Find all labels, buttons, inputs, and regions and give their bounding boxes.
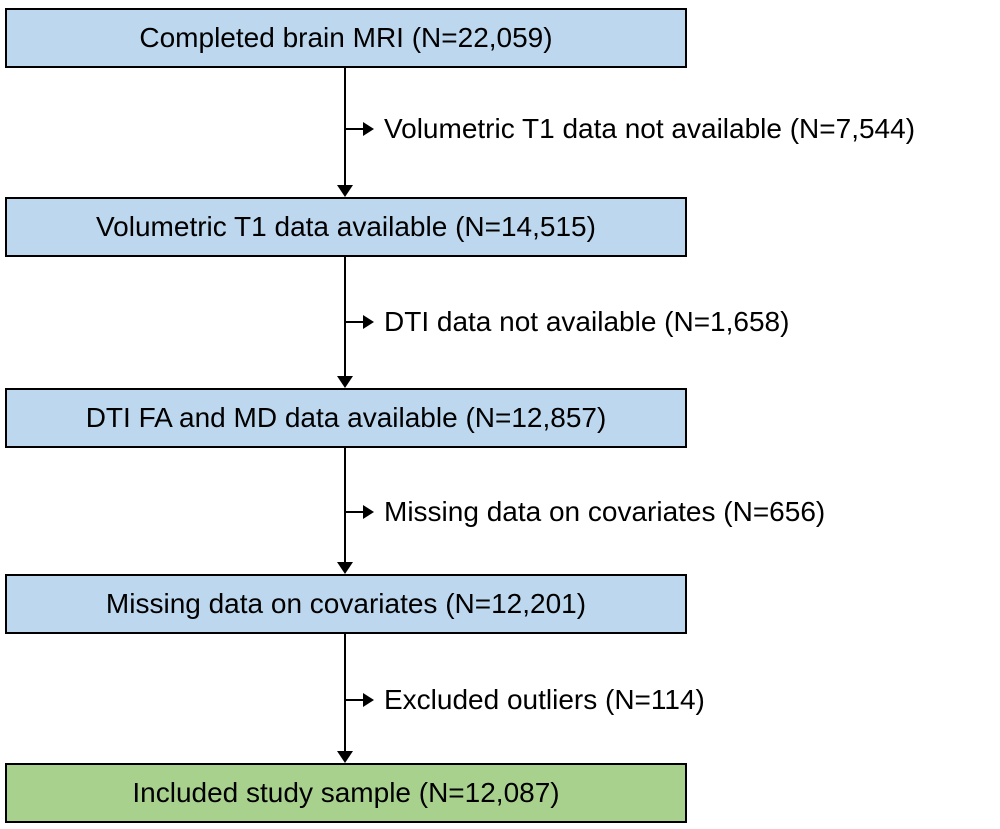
right-arrowhead-icon-4	[363, 693, 374, 707]
down-arrowhead-icon-3	[337, 562, 353, 574]
branch-line-1	[345, 128, 363, 130]
box-completed-brain-mri: Completed brain MRI (N=22,059)	[5, 8, 687, 68]
box-covariates: Missing data on covariates (N=12,201)	[5, 574, 687, 634]
branch-line-3	[345, 511, 363, 513]
exclusion-label-missing-covariates: Missing data on covariates (N=656)	[384, 496, 826, 527]
down-arrowhead-icon-1	[337, 185, 353, 197]
exclusion-label-t1-not-available: Volumetric T1 data not available (N=7,54…	[384, 113, 916, 144]
down-arrowhead-icon-4	[337, 751, 353, 763]
right-arrowhead-icon-3	[363, 505, 374, 519]
connector-vline-4	[344, 634, 346, 751]
right-arrowhead-icon-2	[363, 315, 374, 329]
box-included-study-sample-label: Included study sample (N=12,087)	[132, 777, 560, 808]
exclusion-label-excluded-outliers: Excluded outliers (N=114)	[384, 684, 705, 715]
box-dti-fa-md-available-label: DTI FA and MD data available (N=12,857)	[85, 402, 607, 433]
branch-line-4	[345, 699, 363, 701]
box-covariates-label: Missing data on covariates (N=12,201)	[105, 588, 587, 619]
box-included-study-sample: Included study sample (N=12,087)	[5, 763, 687, 823]
box-volumetric-t1-available: Volumetric T1 data available (N=14,515)	[5, 197, 687, 257]
right-arrowhead-icon-1	[363, 122, 374, 136]
connector-vline-3	[344, 448, 346, 562]
down-arrowhead-icon-2	[337, 376, 353, 388]
connector-vline-1	[344, 68, 346, 185]
exclusion-label-dti-not-available: DTI data not available (N=1,658)	[384, 306, 790, 337]
box-dti-fa-md-available: DTI FA and MD data available (N=12,857)	[5, 388, 687, 448]
box-completed-brain-mri-label: Completed brain MRI (N=22,059)	[139, 22, 553, 53]
branch-line-2	[345, 321, 363, 323]
box-volumetric-t1-available-label: Volumetric T1 data available (N=14,515)	[96, 211, 596, 242]
connector-vline-2	[344, 257, 346, 376]
